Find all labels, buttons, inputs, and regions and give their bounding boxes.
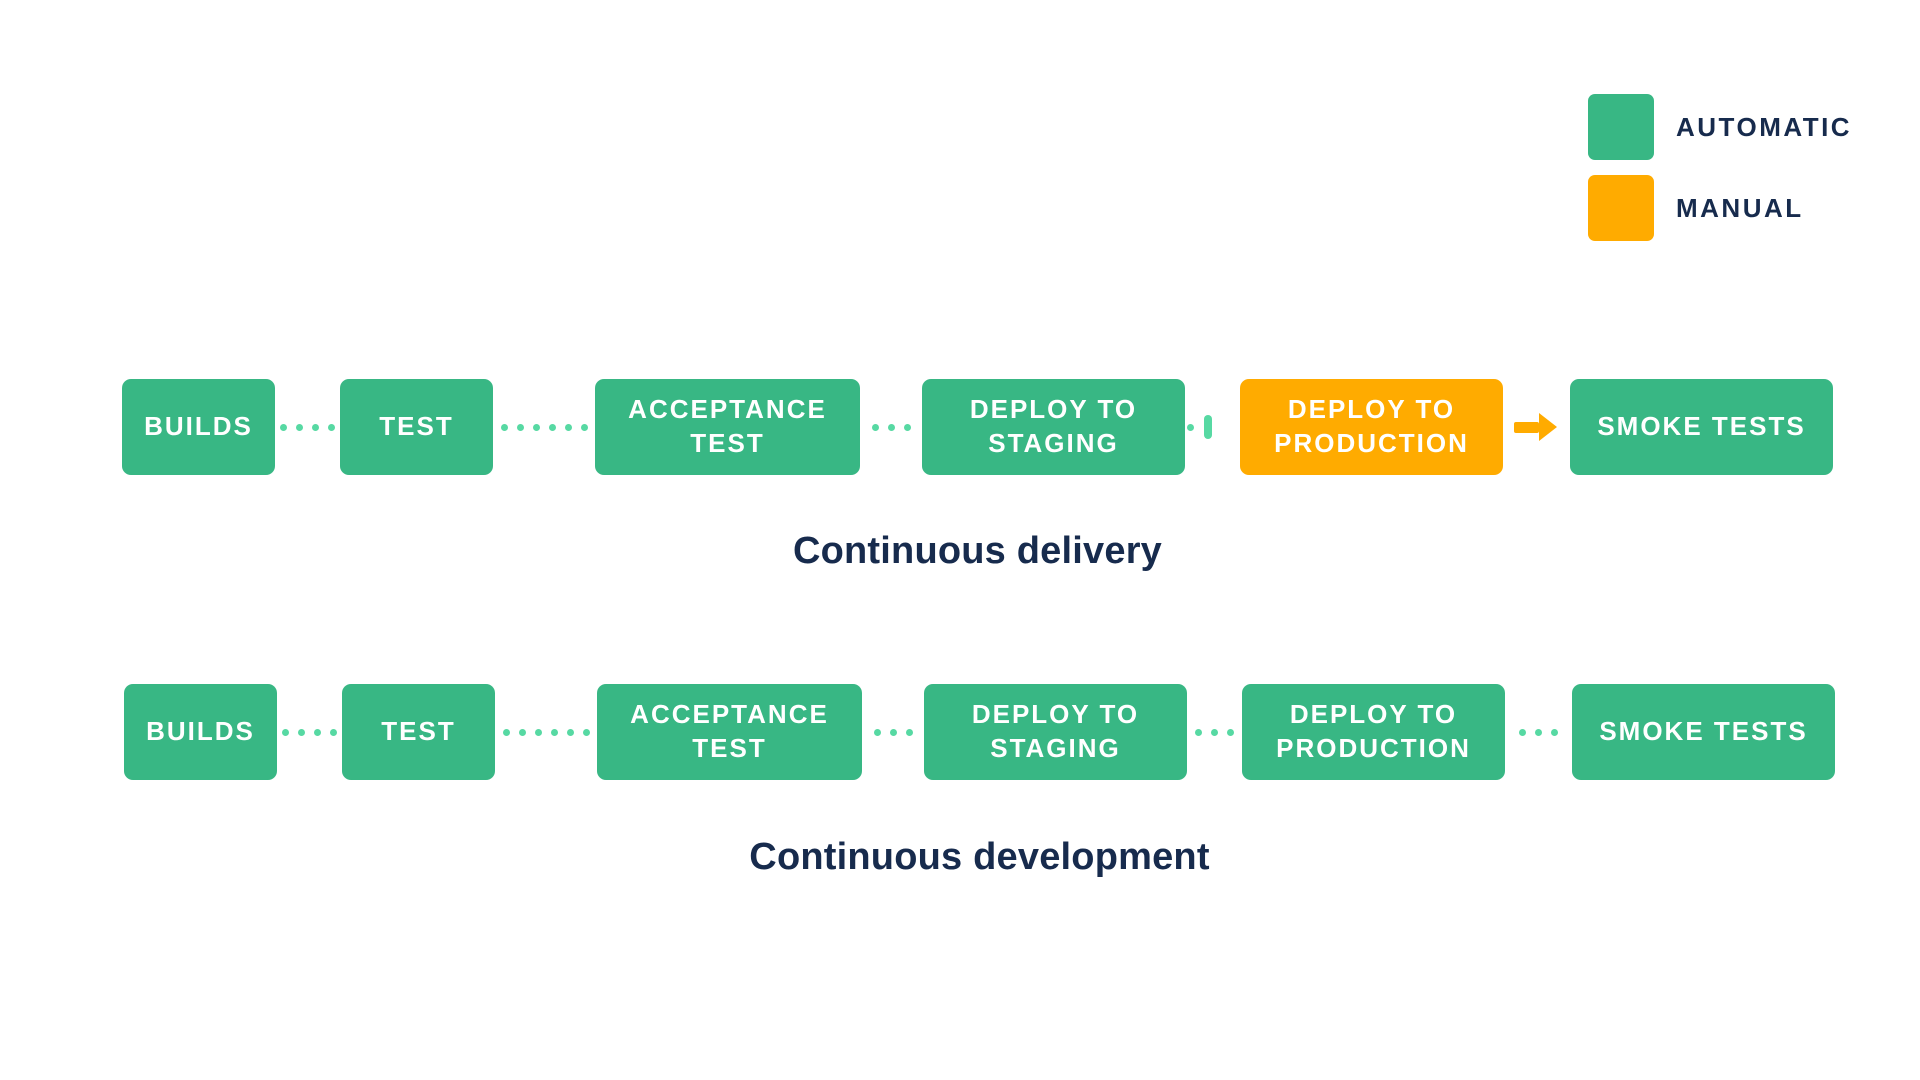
connector-dot: [871, 423, 879, 431]
stage-acceptance-test: ACCEPTANCE TEST: [595, 379, 860, 475]
stage-smoke-tests: SMOKE TESTS: [1570, 379, 1833, 475]
connector-dot: [532, 423, 540, 431]
connector-dot: [582, 728, 590, 736]
connector-dot: [550, 728, 558, 736]
connector-dot: [328, 423, 335, 431]
connector-dot: [548, 423, 556, 431]
connector-dot: [518, 728, 526, 736]
connector-dot: [500, 423, 508, 431]
pipeline-continuous-delivery: BUILDS TEST ACCEPTANCE TEST DEPLOY TO ST…: [122, 379, 1833, 475]
connector-dot: [564, 423, 572, 431]
connector-dot: [314, 728, 321, 736]
connector-dot: [296, 423, 303, 431]
connector-dot: [330, 728, 337, 736]
stage-deploy-to-production: DEPLOY TO PRODUCTION: [1240, 379, 1503, 475]
connector-dot: [1535, 728, 1542, 736]
dotted-connector: [1187, 684, 1242, 780]
dotted-connector: [860, 379, 922, 475]
dotted-connector: [495, 684, 597, 780]
legend-label-manual: MANUAL: [1676, 192, 1804, 223]
dotted-connector: [1182, 379, 1198, 475]
dotted-connector: [862, 684, 924, 780]
connector-dot: [566, 728, 574, 736]
connector-dot: [516, 423, 524, 431]
arrow-shaft: [1514, 421, 1539, 433]
stage-test: TEST: [342, 684, 495, 780]
connector-dot: [298, 728, 305, 736]
stage-acceptance-test: ACCEPTANCE TEST: [597, 684, 862, 780]
connector-dot: [887, 423, 895, 431]
stage-builds: BUILDS: [122, 379, 275, 475]
connector-dot: [534, 728, 542, 736]
legend-item-manual: MANUAL: [1588, 175, 1804, 241]
stage-test: TEST: [340, 379, 493, 475]
automatic-color-swatch: [1588, 94, 1654, 160]
connector-dot: [280, 423, 287, 431]
stage-deploy-to-staging: DEPLOY TO STAGING: [924, 684, 1187, 780]
connector-dot: [1186, 423, 1194, 431]
stage-builds: BUILDS: [124, 684, 277, 780]
legend-label-automatic: AUTOMATIC: [1676, 111, 1853, 142]
connector-dot: [312, 423, 319, 431]
connector-dot: [1227, 728, 1234, 736]
connector-dot: [903, 423, 911, 431]
connector-dot: [873, 728, 881, 736]
legend-item-automatic: AUTOMATIC: [1588, 94, 1852, 160]
connector-dot: [1519, 728, 1526, 736]
connector-dot: [889, 728, 897, 736]
pipeline-continuous-development: BUILDS TEST ACCEPTANCE TEST DEPLOY TO ST…: [124, 684, 1835, 780]
connector-dot: [1551, 728, 1558, 736]
manual-gate-indicator: [1204, 415, 1212, 439]
arrow-head: [1539, 413, 1557, 441]
stage-deploy-to-staging: DEPLOY TO STAGING: [922, 379, 1185, 475]
connector-dot: [502, 728, 510, 736]
connector-dot: [905, 728, 913, 736]
stage-smoke-tests: SMOKE TESTS: [1572, 684, 1835, 780]
connector-dot: [1195, 728, 1202, 736]
connector-dot: [580, 423, 588, 431]
manual-arrow-icon: [1514, 379, 1557, 475]
dotted-connector: [275, 379, 340, 475]
caption-continuous-development: Continuous development: [749, 836, 1210, 878]
manual-color-swatch: [1588, 175, 1654, 241]
dotted-connector: [1505, 684, 1572, 780]
caption-continuous-delivery: Continuous delivery: [792, 530, 1163, 572]
connector-dot: [1211, 728, 1218, 736]
stage-deploy-to-production: DEPLOY TO PRODUCTION: [1242, 684, 1505, 780]
dotted-connector: [493, 379, 595, 475]
dotted-connector: [277, 684, 342, 780]
connector-dot: [282, 728, 289, 736]
